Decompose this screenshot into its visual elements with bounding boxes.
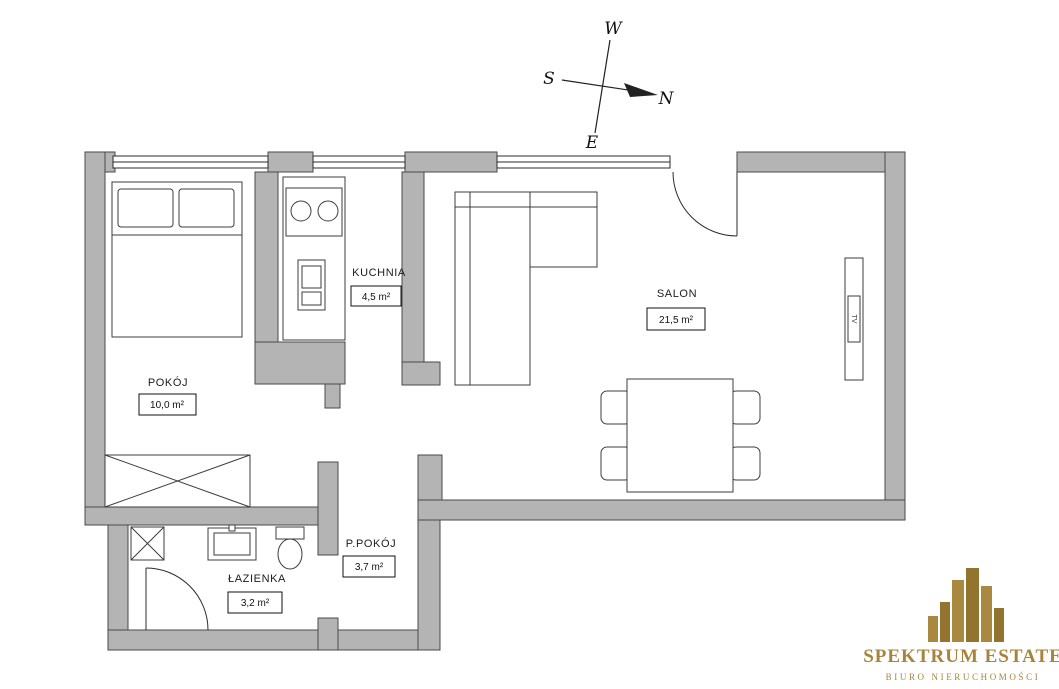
- buildings-icon: [928, 568, 1004, 642]
- compass-south: S: [543, 69, 555, 89]
- wall-segment: [417, 454, 443, 501]
- building-bar: [966, 568, 979, 642]
- building-bar: [981, 586, 992, 642]
- wall-segment: [736, 151, 906, 173]
- wall-segment: [317, 617, 339, 651]
- wall-segment: [404, 151, 498, 173]
- wall-segment: [254, 341, 346, 385]
- wall-segment: [401, 361, 441, 386]
- room-label-ppokoj: P.POKÓJ 3,7 m²: [342, 537, 396, 578]
- building-bar: [994, 608, 1004, 642]
- sink-tap: [228, 524, 236, 532]
- wall-segment: [324, 383, 341, 409]
- tv-screen: [847, 295, 861, 343]
- room-area: 3,7 m²: [355, 562, 384, 573]
- wall-segment: [254, 171, 279, 343]
- logo-company-name: SPEKTRUM ESTATE: [863, 646, 1059, 667]
- door-swing: [672, 171, 738, 237]
- wall-segment: [107, 629, 441, 651]
- area-box: [350, 285, 402, 307]
- building-bar: [940, 602, 950, 642]
- room-label-salon: SALON 21,5 m²: [646, 288, 706, 331]
- washing-machine-cross: [130, 526, 165, 561]
- sink-basin: [317, 200, 339, 222]
- toilet-tank: [275, 526, 305, 540]
- bathroom-fixtures: [130, 524, 305, 570]
- tv-label: TV: [850, 315, 857, 324]
- stove-detail: [301, 291, 322, 306]
- area-box: [138, 393, 197, 416]
- compass-rose: W S N E: [543, 19, 674, 153]
- wall-segment: [884, 151, 906, 521]
- room-name: KUCHNIA: [352, 267, 406, 279]
- kitchen-fixtures: [282, 176, 346, 341]
- wall-segment: [317, 461, 339, 556]
- wardrobe-cross-line: [104, 454, 251, 508]
- compass-east: E: [585, 133, 599, 153]
- agency-logo: SPEKTRUM ESTATE BIURO NIERUCHOMOŚCI: [863, 568, 1059, 682]
- door-swing: [145, 567, 209, 631]
- stove-detail: [301, 265, 322, 289]
- bedroom-fixtures: [104, 181, 251, 508]
- room-label-lazienka: ŁAZIENKA 3,2 m²: [227, 573, 286, 614]
- wall-segment: [417, 499, 906, 521]
- chair: [729, 446, 761, 481]
- sink-basin: [290, 200, 312, 222]
- room-name: P.POKÓJ: [346, 537, 396, 550]
- walls: [84, 151, 906, 651]
- bathroom-sink-basin: [213, 532, 251, 556]
- compass-west: W: [604, 19, 623, 39]
- room-area: 4,5 m²: [362, 292, 391, 303]
- pillow: [117, 188, 174, 228]
- wall-segment: [84, 151, 106, 526]
- area-box: [227, 591, 283, 614]
- doors: [145, 171, 738, 631]
- room-name: ŁAZIENKA: [228, 573, 286, 585]
- room-name: POKÓJ: [148, 376, 188, 389]
- room-label-pokoj: POKÓJ 10,0 m²: [138, 376, 197, 416]
- wall-segment: [84, 506, 339, 526]
- room-name: SALON: [657, 288, 697, 300]
- windows: [112, 155, 671, 169]
- area-box: [646, 307, 706, 331]
- compass-north: N: [658, 89, 675, 109]
- area-box: [342, 555, 396, 578]
- wall-segment: [267, 151, 314, 173]
- dining-table: [626, 378, 734, 493]
- building-bar: [952, 580, 964, 642]
- room-label-kuchnia: KUCHNIA 4,5 m²: [350, 267, 406, 307]
- toilet-bowl: [277, 538, 303, 570]
- wall-segment: [417, 519, 441, 651]
- sofa-seat: [454, 191, 531, 386]
- room-area: 10,0 m²: [150, 400, 185, 411]
- pillow: [178, 188, 235, 228]
- north-arrow-icon: [624, 83, 658, 97]
- building-bar: [928, 616, 938, 642]
- room-area: 21,5 m²: [659, 315, 694, 326]
- room-area: 3,2 m²: [241, 598, 270, 609]
- salon-fixtures: TV: [454, 191, 864, 493]
- chair: [729, 390, 761, 425]
- logo-subtitle: BIURO NIERUCHOMOŚCI: [886, 672, 1041, 682]
